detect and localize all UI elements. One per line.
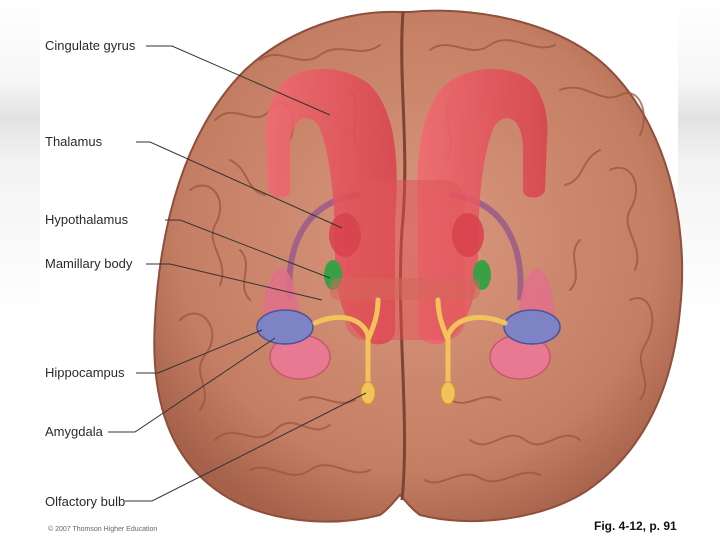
- amygdala: [269, 334, 551, 380]
- copyright-notice: © 2007 Thomson Higher Education: [48, 526, 158, 533]
- label-hippocampus: Hippocampus: [45, 365, 125, 380]
- hypothalamus: [330, 278, 480, 300]
- label-amygdala: Amygdala: [45, 424, 103, 439]
- figure-caption: Fig. 4-12, p. 91: [594, 519, 677, 533]
- thalamus: [329, 213, 484, 257]
- label-hypothalamus: Hypothalamus: [45, 212, 129, 227]
- label-thalamus: Thalamus: [45, 134, 103, 149]
- hippocampus: [256, 309, 561, 345]
- leader-lines: [108, 45, 367, 502]
- olfactory-bulb: [312, 297, 508, 388]
- label-mamillary-body: Mamillary body: [45, 256, 133, 271]
- label-cingulate-gyrus: Cingulate gyrus: [45, 38, 136, 53]
- label-olfactory-bulb: Olfactory bulb: [45, 494, 126, 509]
- olfactory-bulb-ends: [360, 381, 456, 405]
